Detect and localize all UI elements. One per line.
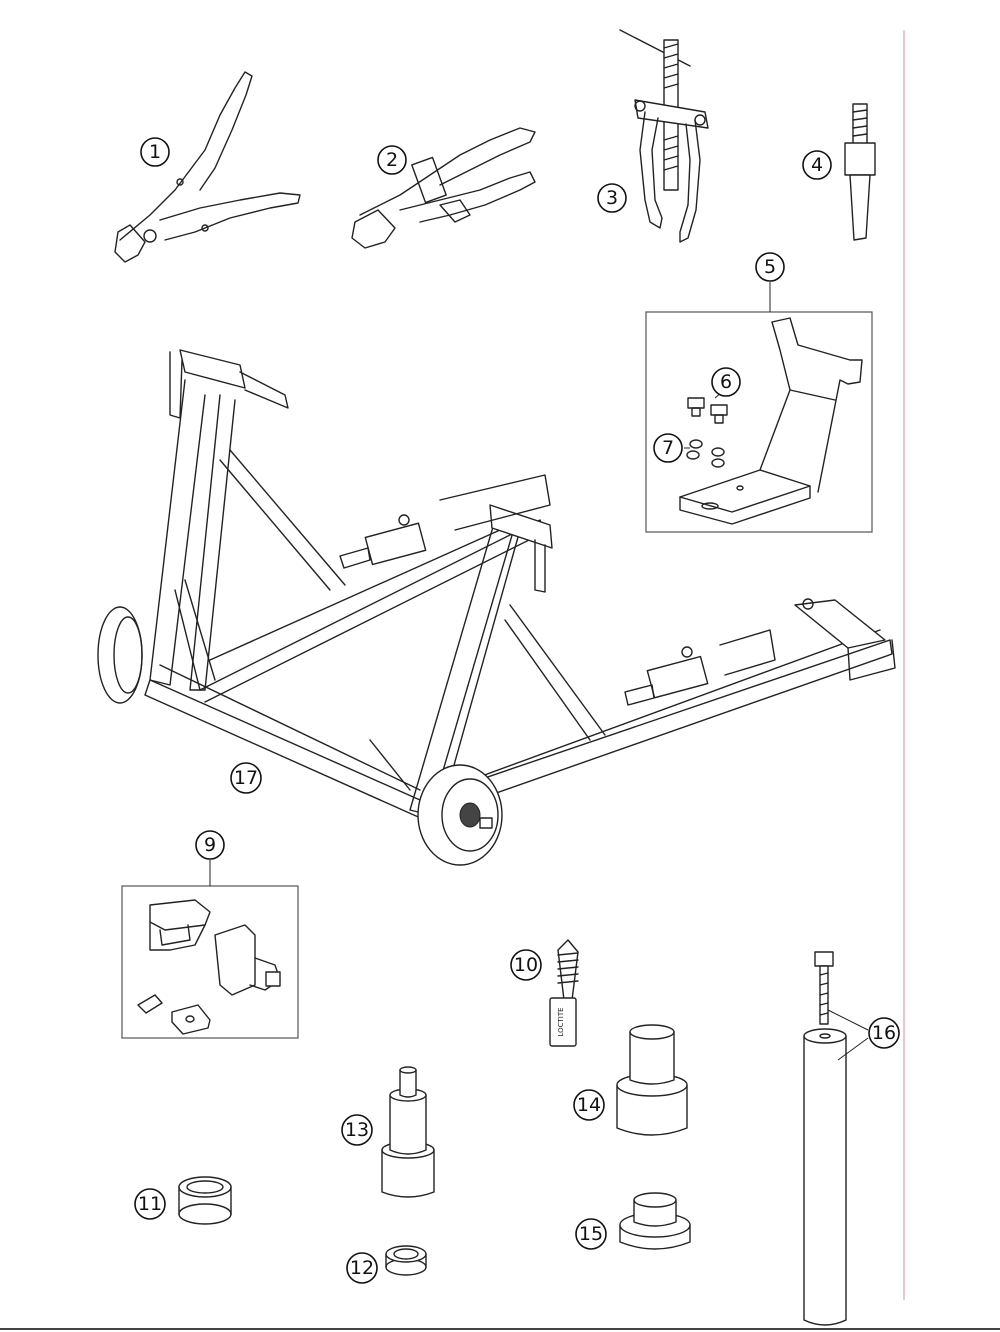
bushing-14: [616, 1024, 688, 1136]
callout-4: 4: [802, 150, 832, 180]
cap-12: [385, 1245, 427, 1276]
callout-10: 10: [510, 949, 542, 981]
loctite-tube-10: LOCTITE: [549, 939, 579, 1047]
svg-text:12: 12: [350, 1257, 374, 1279]
ring-11: [178, 1176, 232, 1225]
svg-text:7: 7: [662, 437, 674, 459]
svg-text:16: 16: [872, 1022, 896, 1044]
callout-1: 1: [140, 137, 170, 167]
bushing-15: [619, 1192, 691, 1250]
svg-text:10: 10: [514, 954, 538, 976]
svg-text:13: 13: [345, 1119, 369, 1141]
drift-13: [381, 1066, 435, 1198]
svg-text:1: 1: [149, 141, 161, 163]
box-5: [645, 311, 873, 533]
callout-9: 9: [195, 830, 225, 860]
svg-text:3: 3: [606, 187, 618, 209]
box-9: [121, 885, 299, 1039]
callout-12: 12: [346, 1252, 378, 1284]
callout-2: 2: [377, 145, 407, 175]
callout-6: 6: [711, 367, 741, 397]
svg-text:11: 11: [138, 1193, 162, 1215]
puller-3: [619, 29, 709, 243]
callout-13: 13: [341, 1114, 373, 1146]
callout-7: 7: [653, 433, 683, 463]
tube-label: LOCTITE: [557, 1007, 565, 1036]
chain-tool-9: [137, 899, 281, 1035]
bolts-6: [687, 397, 728, 424]
svg-text:2: 2: [386, 149, 398, 171]
callout-11: 11: [134, 1188, 166, 1220]
callout-16: 16: [868, 1017, 900, 1049]
svg-text:14: 14: [577, 1094, 601, 1116]
svg-text:9: 9: [204, 834, 216, 856]
callout-14: 14: [573, 1089, 605, 1121]
pliers-1: [114, 71, 301, 263]
svg-text:5: 5: [764, 256, 776, 278]
callout-5: 5: [755, 252, 785, 282]
hose-clamp-pliers-2: [351, 127, 536, 249]
callout-3: 3: [597, 183, 627, 213]
svg-text:4: 4: [811, 154, 823, 176]
paddock-stand-17: [97, 349, 896, 866]
nuts-7: [686, 439, 725, 468]
callout-17: 17: [230, 762, 262, 794]
extractor-4: [844, 103, 876, 241]
tube-bolt-16: [803, 951, 869, 1326]
svg-text:6: 6: [720, 371, 732, 393]
callout-15: 15: [575, 1218, 607, 1250]
svg-text:15: 15: [579, 1223, 603, 1245]
svg-text:17: 17: [234, 767, 258, 789]
bracket-5: [679, 317, 863, 525]
